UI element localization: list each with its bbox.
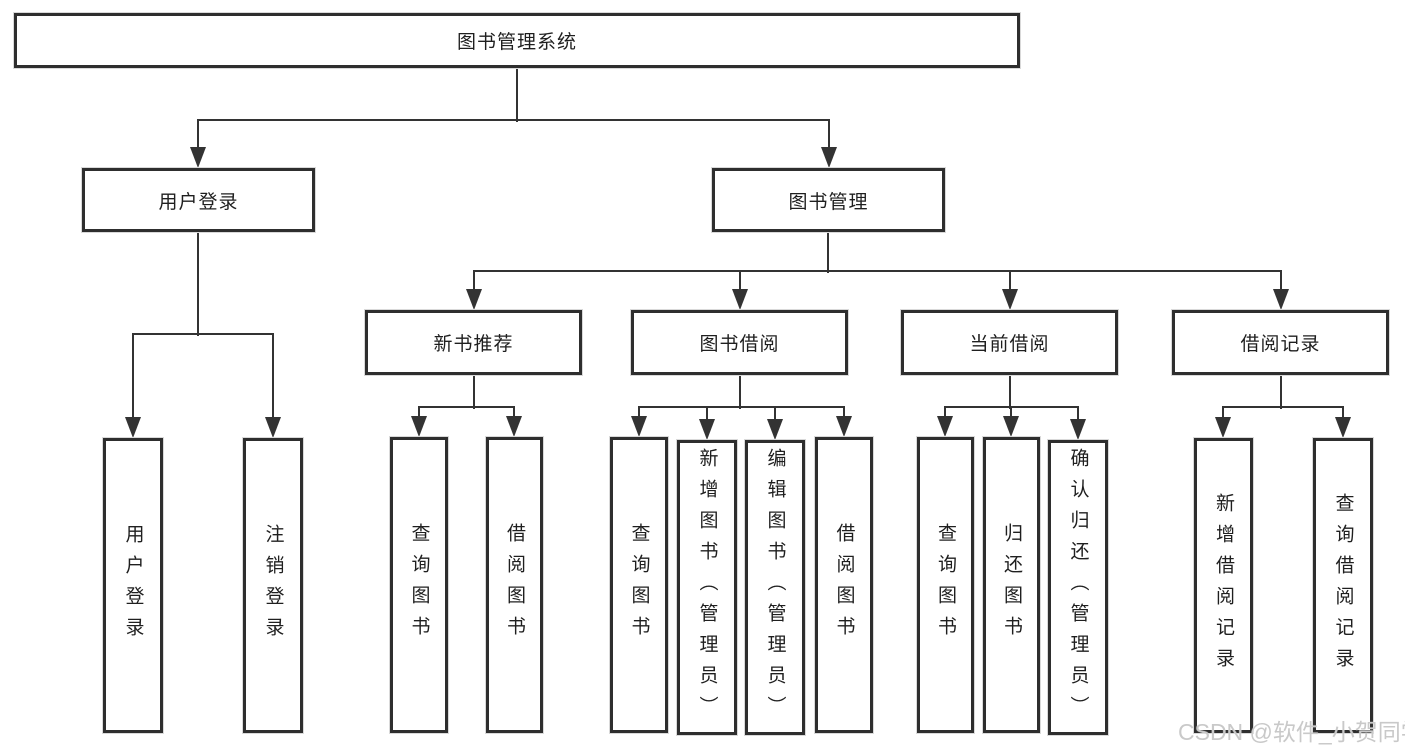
arrowhead-down-icon (125, 417, 141, 438)
leaf-confirm-return-admin-label: 确认归还（管理员） (1067, 448, 1089, 727)
arrowhead-down-icon (631, 416, 647, 437)
connector-arrow-stem (197, 120, 199, 150)
arrowhead-down-icon (821, 147, 837, 168)
connector-arrow-stem (1342, 407, 1344, 420)
connector-arrow-stem (739, 271, 741, 292)
connector-line-vertical (1280, 375, 1282, 409)
node-borrow-records: 借阅记录 (1172, 310, 1389, 375)
connector-line-horizontal (132, 333, 274, 335)
arrowhead-down-icon (699, 419, 715, 440)
node-user-login: 用户登录 (82, 168, 315, 232)
connector-arrow-stem (774, 407, 776, 422)
arrowhead-down-icon (732, 289, 748, 310)
connector-line-horizontal (473, 270, 1282, 272)
connector-line-vertical (473, 375, 475, 409)
leaf-query-borrow-record: 查询借阅记录 (1313, 438, 1373, 733)
leaf-borrow-book-label: 借阅图书 (833, 523, 855, 647)
node-book-management-label: 图书管理 (788, 191, 869, 213)
connector-arrow-stem (1010, 407, 1012, 419)
arrowhead-down-icon (265, 417, 281, 438)
leaf-query-book-borrow: 查询图书 (610, 437, 668, 733)
connector-line-horizontal (638, 406, 845, 408)
arrowhead-down-icon (767, 419, 783, 440)
arrowhead-down-icon (1335, 417, 1351, 438)
arrowhead-down-icon (836, 416, 852, 437)
leaf-query-borrow-record-label: 查询借阅记录 (1332, 492, 1354, 679)
leaf-query-book-current-label: 查询图书 (935, 523, 956, 647)
arrowhead-down-icon (1070, 419, 1086, 440)
arrowhead-down-icon (1003, 416, 1019, 437)
leaf-return-book: 归还图书 (983, 437, 1040, 733)
leaf-query-book-recommend: 查询图书 (390, 437, 448, 733)
leaf-return-book-label: 归还图书 (1001, 523, 1022, 647)
node-new-book-recommend: 新书推荐 (365, 310, 582, 375)
leaf-edit-book-admin: 编辑图书（管理员） (745, 440, 805, 735)
node-book-management: 图书管理 (712, 168, 945, 232)
connector-line-vertical (739, 375, 741, 409)
leaf-add-book-admin: 新增图书（管理员） (677, 440, 737, 735)
leaf-logout: 注销登录 (243, 438, 303, 733)
connector-arrow-stem (513, 407, 515, 419)
leaf-query-book-borrow-label: 查询图书 (628, 523, 650, 647)
connector-arrow-stem (1222, 407, 1224, 420)
connector-arrow-stem (843, 407, 845, 419)
leaf-user-login-label: 用户登录 (122, 523, 144, 648)
connector-line-vertical (197, 232, 199, 336)
node-new-book-recommend-label: 新书推荐 (433, 334, 514, 355)
leaf-borrow-book-recommend-label: 借阅图书 (504, 523, 525, 647)
leaf-logout-label: 注销登录 (262, 523, 284, 648)
connector-arrow-stem (132, 334, 134, 420)
leaf-borrow-book: 借阅图书 (815, 437, 873, 733)
leaf-user-login: 用户登录 (103, 438, 163, 733)
connector-arrow-stem (1077, 407, 1079, 422)
node-current-borrow: 当前借阅 (901, 310, 1118, 375)
connector-arrow-stem (944, 407, 946, 419)
leaf-add-borrow-record: 新增借阅记录 (1194, 438, 1253, 733)
node-book-borrow-label: 图书借阅 (699, 334, 780, 355)
connector-line-vertical (1009, 375, 1011, 409)
connector-arrow-stem (828, 120, 830, 150)
arrowhead-down-icon (190, 147, 206, 168)
connector-arrow-stem (473, 271, 475, 292)
connector-arrow-stem (706, 407, 708, 422)
connector-arrow-stem (418, 407, 420, 419)
leaf-add-borrow-record-label: 新增借阅记录 (1213, 492, 1234, 679)
connector-line-horizontal (418, 406, 515, 408)
connector-arrow-stem (1280, 271, 1282, 292)
arrowhead-down-icon (506, 416, 522, 437)
root-system-label: 图书管理系统 (456, 32, 577, 53)
connector-arrow-stem (638, 407, 640, 419)
connector-line-vertical (516, 68, 518, 122)
leaf-confirm-return-admin: 确认归还（管理员） (1048, 440, 1108, 735)
leaf-borrow-book-recommend: 借阅图书 (486, 437, 543, 733)
connector-line-horizontal (1222, 406, 1344, 408)
node-user-login-label: 用户登录 (158, 191, 239, 213)
connector-arrow-stem (272, 334, 274, 420)
leaf-query-book-current: 查询图书 (917, 437, 974, 733)
node-book-borrow: 图书借阅 (631, 310, 848, 375)
leaf-edit-book-admin-label: 编辑图书（管理员） (764, 448, 786, 727)
arrowhead-down-icon (411, 416, 427, 437)
leaf-add-book-admin-label: 新增图书（管理员） (696, 448, 718, 727)
root-system: 图书管理系统 (14, 13, 1020, 68)
connector-line-vertical (827, 232, 829, 273)
node-borrow-records-label: 借阅记录 (1240, 334, 1321, 355)
csdn-watermark: CSDN @软件_小贺同学 (1178, 719, 1405, 745)
arrowhead-down-icon (466, 289, 482, 310)
arrowhead-down-icon (1273, 289, 1289, 310)
arrowhead-down-icon (1002, 289, 1018, 310)
arrowhead-down-icon (937, 416, 953, 437)
connector-line-horizontal (197, 119, 830, 121)
arrowhead-down-icon (1215, 417, 1231, 438)
leaf-query-book-recommend-label: 查询图书 (408, 523, 430, 647)
connector-arrow-stem (1009, 271, 1011, 292)
node-current-borrow-label: 当前借阅 (969, 334, 1050, 355)
